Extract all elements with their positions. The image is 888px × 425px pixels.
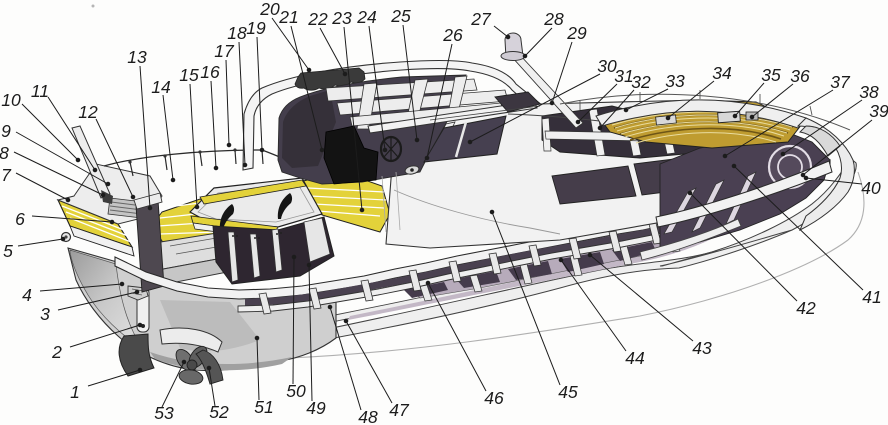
svg-text:24: 24 <box>356 7 377 27</box>
svg-text:18: 18 <box>227 23 247 43</box>
svg-text:25: 25 <box>390 6 411 26</box>
svg-text:47: 47 <box>389 400 410 420</box>
svg-text:48: 48 <box>358 407 378 425</box>
svg-text:30: 30 <box>597 56 617 76</box>
svg-text:1: 1 <box>70 382 80 402</box>
svg-text:11: 11 <box>31 81 49 101</box>
svg-text:35: 35 <box>761 65 781 85</box>
svg-text:5: 5 <box>3 241 13 261</box>
svg-text:51: 51 <box>254 397 273 417</box>
svg-text:22: 22 <box>307 9 328 29</box>
svg-text:32: 32 <box>631 72 651 92</box>
svg-text:49: 49 <box>306 398 326 418</box>
svg-text:46: 46 <box>484 388 504 408</box>
svg-text:40: 40 <box>861 178 881 198</box>
svg-text:10: 10 <box>1 90 21 110</box>
svg-text:21: 21 <box>278 7 298 27</box>
svg-text:33: 33 <box>665 71 685 91</box>
svg-text:13: 13 <box>127 47 147 67</box>
svg-text:36: 36 <box>790 66 810 86</box>
svg-text:16: 16 <box>200 62 220 82</box>
svg-text:4: 4 <box>22 285 32 305</box>
svg-text:7: 7 <box>1 165 12 185</box>
svg-text:9: 9 <box>1 121 11 141</box>
svg-text:17: 17 <box>214 41 235 61</box>
svg-text:29: 29 <box>566 23 587 43</box>
svg-text:12: 12 <box>78 102 98 122</box>
svg-text:52: 52 <box>209 402 229 422</box>
svg-text:20: 20 <box>259 0 280 19</box>
svg-text:27: 27 <box>470 9 492 29</box>
svg-text:45: 45 <box>558 382 578 402</box>
svg-text:43: 43 <box>692 338 712 358</box>
svg-text:14: 14 <box>151 77 171 97</box>
svg-text:38: 38 <box>859 82 879 102</box>
svg-text:50: 50 <box>286 381 306 401</box>
svg-text:31: 31 <box>614 66 633 86</box>
svg-text:53: 53 <box>154 403 174 423</box>
svg-text:6: 6 <box>15 209 25 229</box>
svg-text:26: 26 <box>442 25 463 45</box>
svg-text:34: 34 <box>712 63 732 83</box>
svg-text:37: 37 <box>830 72 851 92</box>
svg-text:2: 2 <box>51 342 62 362</box>
svg-text:8: 8 <box>0 143 9 163</box>
svg-text:41: 41 <box>862 287 881 307</box>
svg-text:39: 39 <box>869 101 888 121</box>
svg-text:23: 23 <box>331 8 352 28</box>
svg-text:28: 28 <box>543 9 564 29</box>
svg-text:42: 42 <box>796 298 816 318</box>
svg-text:3: 3 <box>40 304 50 324</box>
svg-text:44: 44 <box>625 348 645 368</box>
svg-text:15: 15 <box>179 65 199 85</box>
svg-text:19: 19 <box>246 18 266 38</box>
